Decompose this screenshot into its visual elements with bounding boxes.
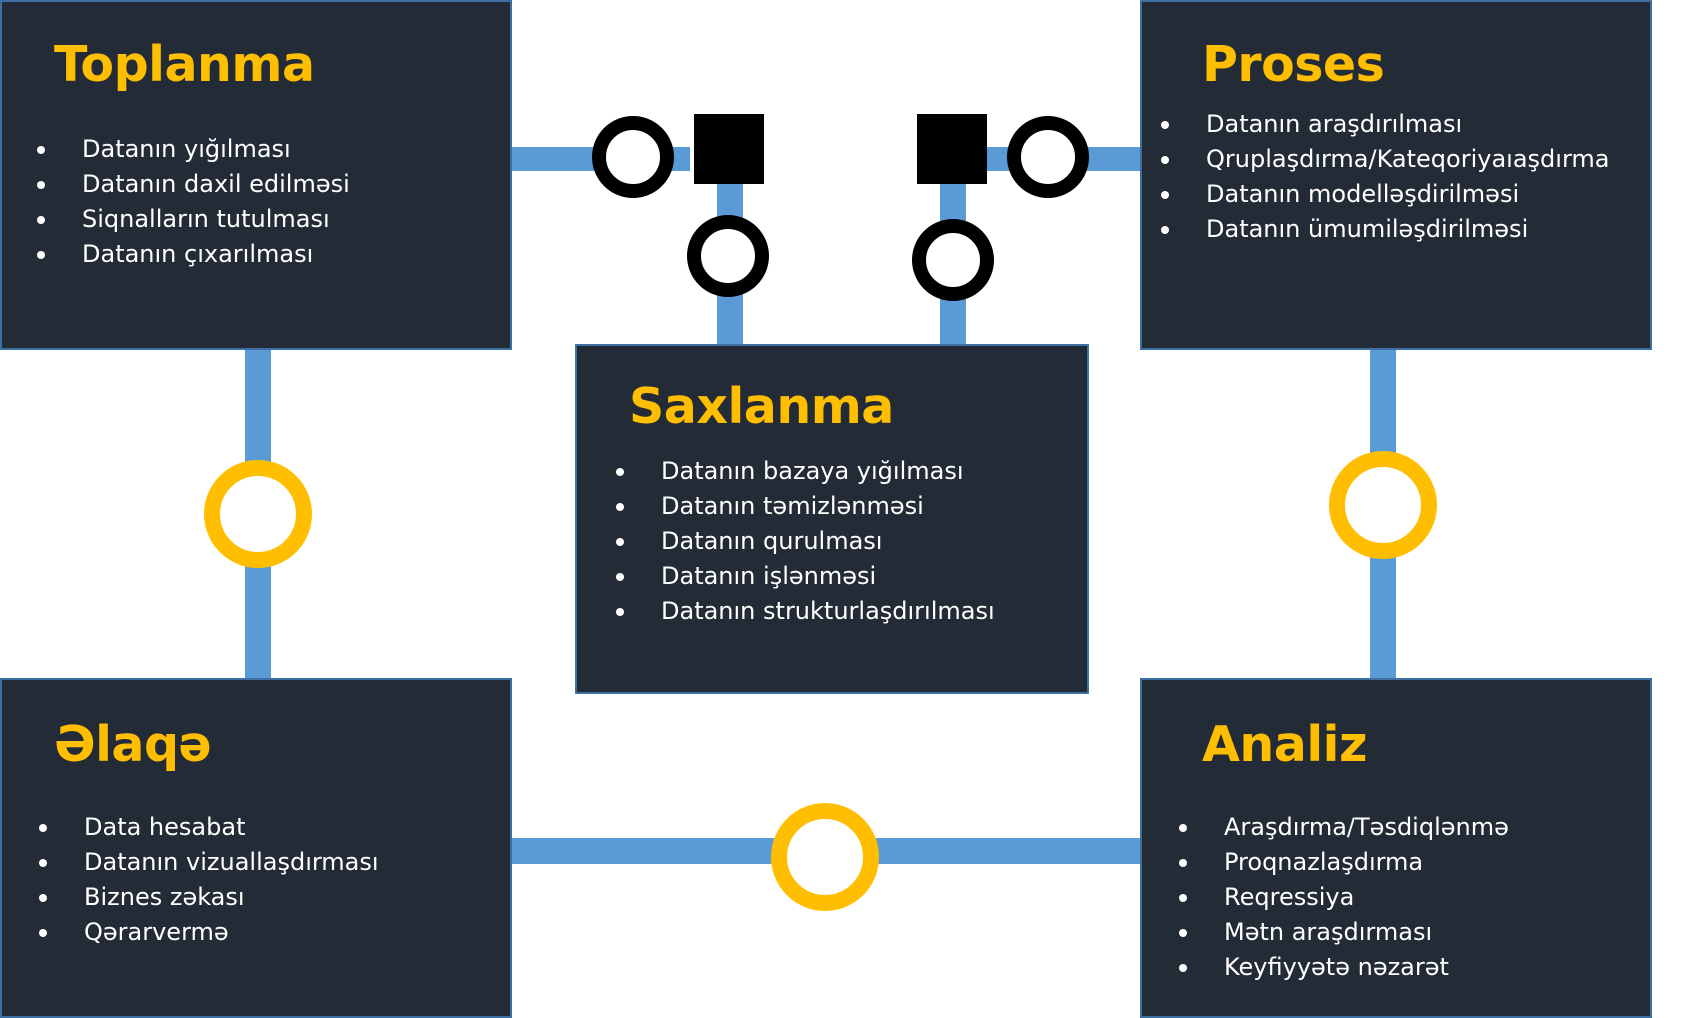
box-toplanma: Toplanma Datanın yığılması Datanın daxil… bbox=[0, 0, 512, 350]
connector-symbols bbox=[204, 114, 1437, 911]
list-item: Proqnazlaşdırma bbox=[1176, 845, 1509, 880]
list-item: Biznes zəkası bbox=[36, 880, 379, 915]
list-item: Datanın ümumiləşdirilməsi bbox=[1158, 212, 1609, 247]
box-elaqe: Əlaqə Data hesabat Datanın vizuallaşdırm… bbox=[0, 678, 512, 1018]
list-item: Datanın modelləşdirilməsi bbox=[1158, 177, 1609, 212]
list-item: Reqressiya bbox=[1176, 880, 1509, 915]
list-item: Datanın işlənməsi bbox=[613, 559, 995, 594]
black-square-left bbox=[694, 114, 764, 184]
black-ring-right-lower bbox=[912, 219, 994, 301]
line-toplanma-right bbox=[512, 147, 598, 171]
list-item: Datanın strukturlaşdırılması bbox=[613, 594, 995, 629]
box-title: Saxlanma bbox=[629, 378, 894, 435]
list-item: Datanın qurulması bbox=[613, 524, 995, 559]
item-list: Datanın bazaya yığılması Datanın təmizlə… bbox=[613, 454, 995, 629]
list-item: Datanın bazaya yığılması bbox=[613, 454, 995, 489]
box-title: Toplanma bbox=[54, 36, 315, 93]
item-list: Datanın yığılması Datanın daxil edilməsi… bbox=[34, 132, 350, 272]
list-item: Keyfiyyətə nəzarət bbox=[1176, 950, 1509, 985]
list-item: Siqnalların tutulması bbox=[34, 202, 350, 237]
black-ring-left-lower bbox=[687, 215, 769, 297]
list-item: Qərarvermə bbox=[36, 915, 379, 950]
list-item: Araşdırma/Təsdiqlənmə bbox=[1176, 810, 1509, 845]
list-item: Mətn araşdırması bbox=[1176, 915, 1509, 950]
list-item: Datanın vizuallaşdırması bbox=[36, 845, 379, 880]
black-ring-top-left bbox=[592, 116, 674, 198]
box-analiz: Analiz Araşdırma/Təsdiqlənmə Proqnazlaşd… bbox=[1140, 678, 1652, 1018]
yellow-ring-left bbox=[204, 460, 312, 568]
item-list: Data hesabat Datanın vizuallaşdırması Bi… bbox=[36, 810, 379, 950]
box-title: Analiz bbox=[1202, 716, 1367, 773]
yellow-ring-bottom bbox=[771, 803, 879, 911]
box-saxlanma: Saxlanma Datanın bazaya yığılması Datanı… bbox=[575, 344, 1089, 694]
list-item: Datanın çıxarılması bbox=[34, 237, 350, 272]
list-item: Datanın təmizlənməsi bbox=[613, 489, 995, 524]
box-title: Əlaqə bbox=[54, 716, 212, 773]
box-title: Proses bbox=[1202, 36, 1385, 93]
item-list: Araşdırma/Təsdiqlənmə Proqnazlaşdırma Re… bbox=[1176, 810, 1509, 985]
black-ring-top-right bbox=[1007, 116, 1089, 198]
list-item: Datanın daxil edilməsi bbox=[34, 167, 350, 202]
yellow-ring-right bbox=[1329, 451, 1437, 559]
list-item: Qruplaşdırma/Kateqoriyaıaşdırma bbox=[1158, 142, 1609, 177]
line-proses-left bbox=[1080, 147, 1142, 171]
list-item: Datanın yığılması bbox=[34, 132, 350, 167]
item-list: Datanın araşdırılması Qruplaşdırma/Kateq… bbox=[1158, 107, 1609, 247]
black-square-right bbox=[917, 114, 987, 184]
box-proses: Proses Datanın araşdırılması Qruplaşdırm… bbox=[1140, 0, 1652, 350]
list-item: Datanın araşdırılması bbox=[1158, 107, 1609, 142]
list-item: Data hesabat bbox=[36, 810, 379, 845]
